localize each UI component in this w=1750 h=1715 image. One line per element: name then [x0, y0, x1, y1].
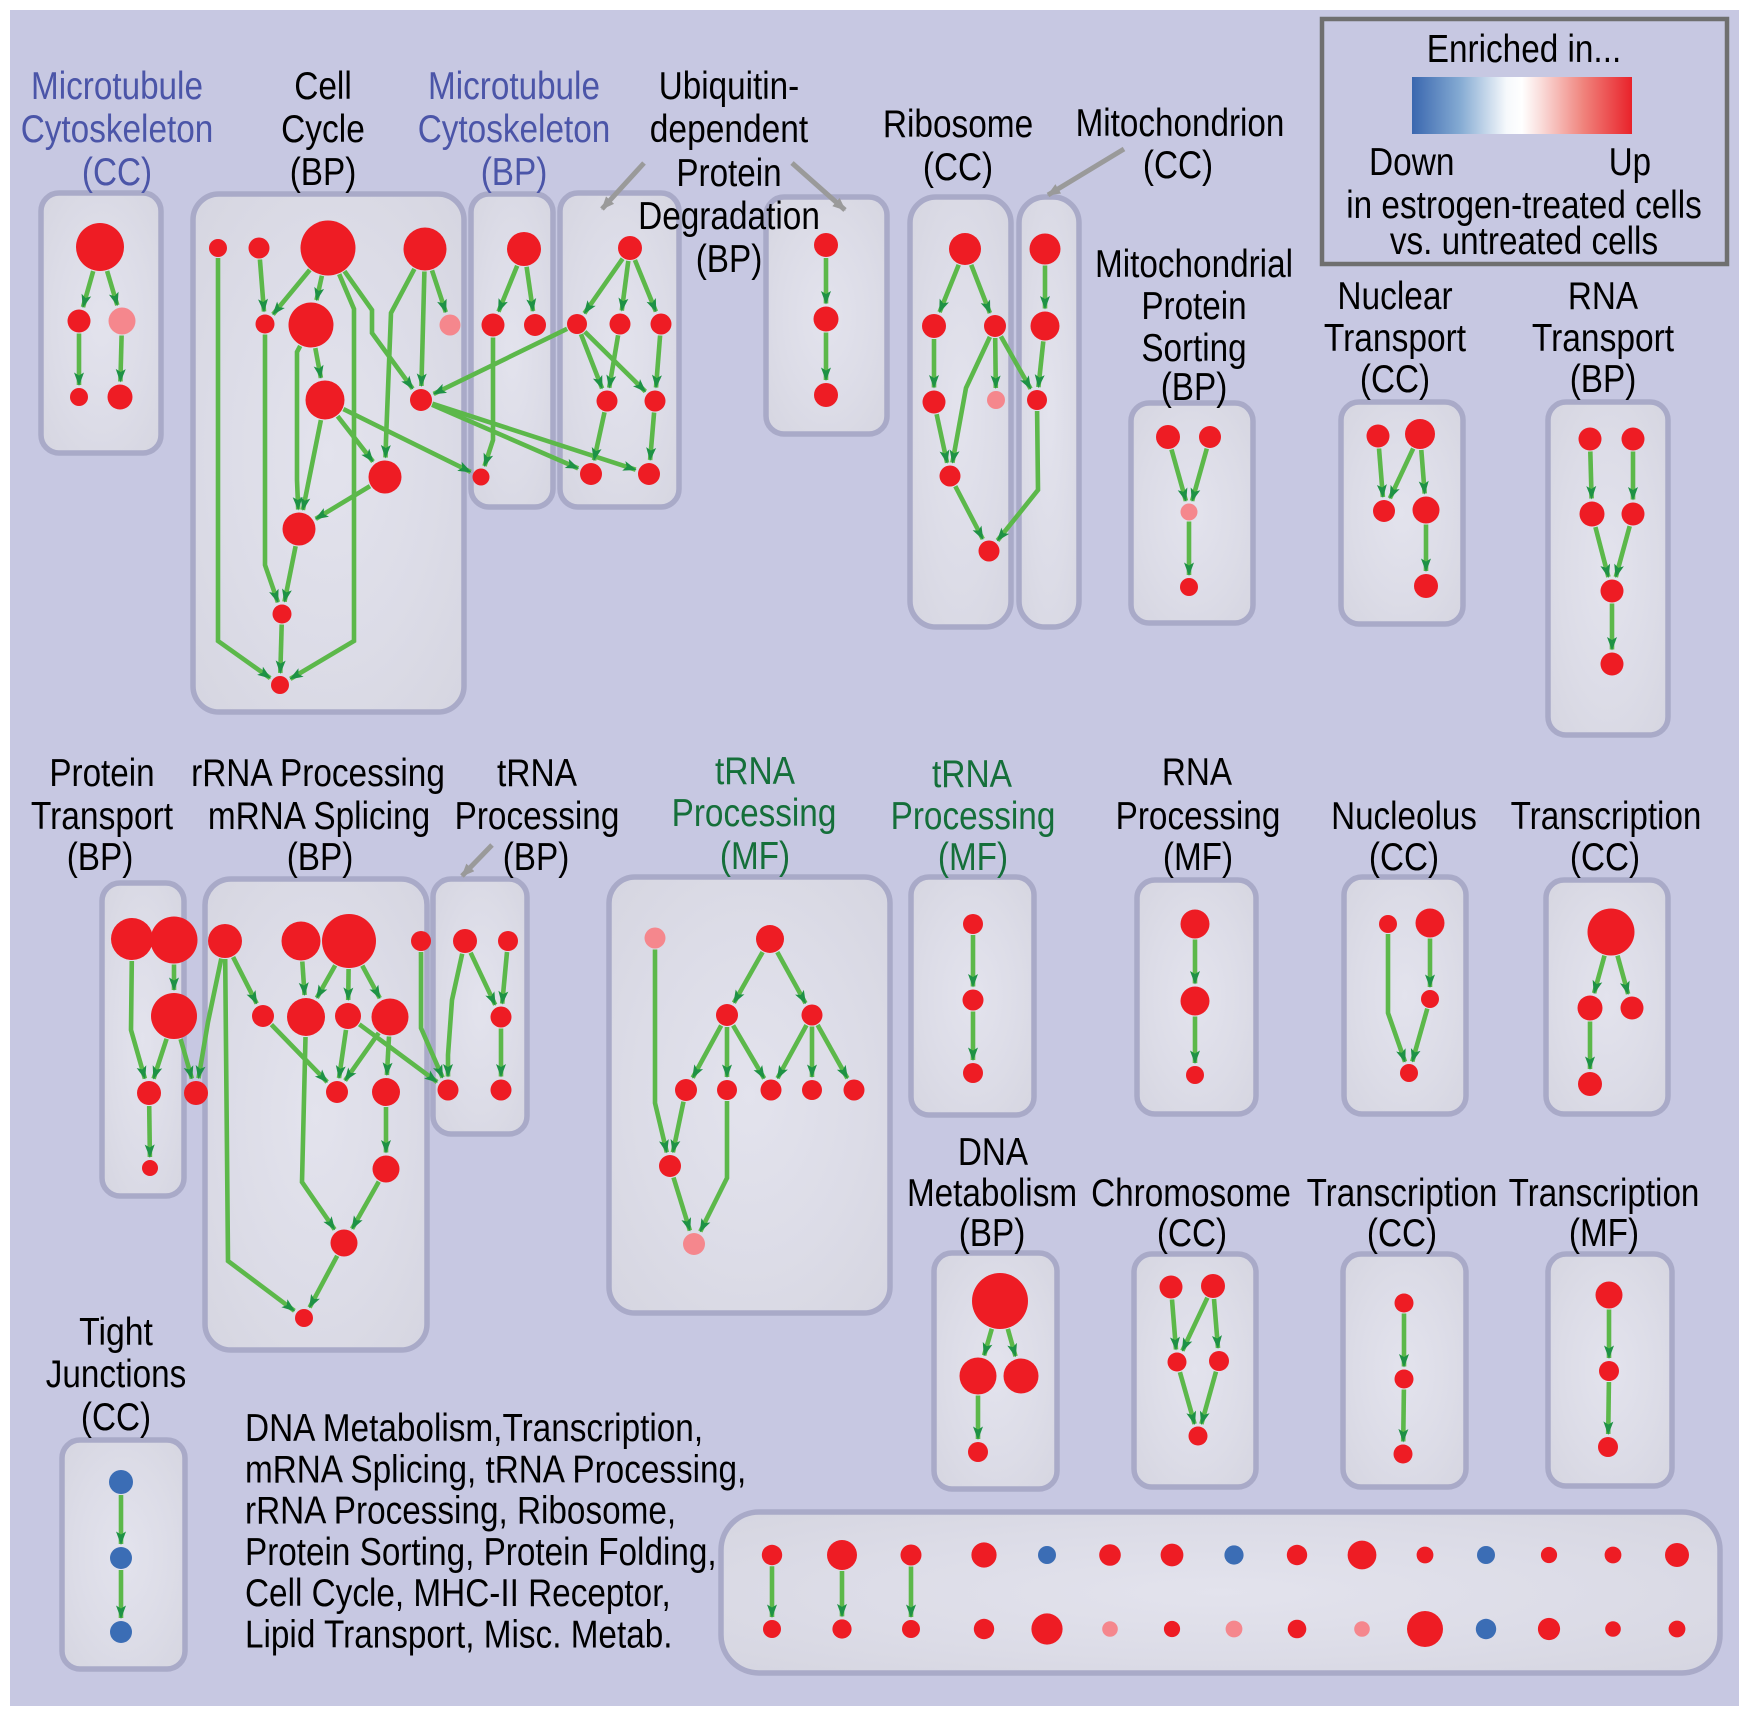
- svg-text:Ubiquitin-: Ubiquitin-: [659, 65, 799, 108]
- svg-text:Processing: Processing: [891, 795, 1056, 838]
- svg-text:Sorting: Sorting: [1141, 327, 1246, 370]
- svg-text:Microtubule: Microtubule: [31, 65, 203, 108]
- svg-text:(CC): (CC): [1360, 358, 1430, 401]
- svg-text:Cell: Cell: [294, 65, 352, 108]
- svg-text:(MF): (MF): [720, 835, 790, 878]
- svg-text:(BP): (BP): [696, 238, 763, 281]
- svg-text:Cytoskeleton: Cytoskeleton: [418, 108, 611, 151]
- svg-text:Cycle: Cycle: [281, 108, 365, 151]
- svg-text:Transport: Transport: [1324, 317, 1466, 360]
- svg-text:Protein Sorting, Protein Foldi: Protein Sorting, Protein Folding,: [245, 1531, 717, 1574]
- svg-text:Transcription: Transcription: [1509, 1172, 1700, 1215]
- svg-text:rRNA Processing: rRNA Processing: [191, 752, 445, 795]
- svg-text:Processing: Processing: [455, 795, 620, 838]
- svg-text:(BP): (BP): [287, 836, 354, 879]
- svg-text:tRNA: tRNA: [932, 753, 1012, 796]
- svg-text:(MF): (MF): [1163, 836, 1233, 879]
- svg-text:Protein: Protein: [1141, 285, 1246, 328]
- svg-text:Mitochondrial: Mitochondrial: [1095, 243, 1293, 286]
- svg-text:Enriched in...: Enriched in...: [1427, 28, 1621, 71]
- svg-text:(BP): (BP): [959, 1212, 1026, 1255]
- svg-text:DNA: DNA: [958, 1131, 1028, 1174]
- svg-text:(CC): (CC): [1143, 144, 1213, 187]
- svg-text:Protein: Protein: [49, 752, 154, 795]
- svg-text:mRNA Splicing: mRNA Splicing: [208, 795, 430, 838]
- svg-text:Processing: Processing: [1116, 795, 1281, 838]
- svg-text:DNA Metabolism,Transcription,: DNA Metabolism,Transcription,: [245, 1407, 703, 1450]
- svg-text:Ribosome: Ribosome: [883, 103, 1033, 146]
- svg-text:Chromosome: Chromosome: [1091, 1172, 1291, 1215]
- svg-text:(CC): (CC): [1570, 836, 1640, 879]
- svg-text:Tight: Tight: [79, 1311, 153, 1354]
- svg-text:(CC): (CC): [1157, 1212, 1227, 1255]
- svg-text:(BP): (BP): [67, 836, 134, 879]
- svg-text:Up: Up: [1609, 141, 1651, 184]
- svg-text:mRNA Splicing, tRNA Processing: mRNA Splicing, tRNA Processing,: [245, 1448, 746, 1491]
- svg-text:Processing: Processing: [672, 792, 837, 835]
- svg-text:in estrogen-treated cells: in estrogen-treated cells: [1346, 184, 1702, 227]
- svg-text:Microtubule: Microtubule: [428, 65, 600, 108]
- svg-text:Transport: Transport: [31, 795, 173, 838]
- svg-text:(CC): (CC): [81, 1396, 151, 1439]
- svg-text:dependent: dependent: [650, 108, 809, 151]
- svg-text:(CC): (CC): [82, 151, 152, 194]
- svg-text:tRNA: tRNA: [715, 750, 795, 793]
- svg-text:(CC): (CC): [1369, 836, 1439, 879]
- svg-text:rRNA Processing, Ribosome,: rRNA Processing, Ribosome,: [245, 1490, 676, 1533]
- svg-text:(CC): (CC): [1367, 1212, 1437, 1255]
- svg-text:Mitochondrion: Mitochondrion: [1076, 102, 1285, 145]
- svg-text:(BP): (BP): [1570, 358, 1637, 401]
- svg-text:Protein: Protein: [676, 152, 781, 195]
- svg-text:(BP): (BP): [481, 151, 548, 194]
- svg-text:Metabolism: Metabolism: [907, 1172, 1077, 1215]
- svg-text:(MF): (MF): [1569, 1212, 1639, 1255]
- svg-text:Transcription: Transcription: [1511, 795, 1702, 838]
- svg-text:RNA: RNA: [1162, 751, 1232, 794]
- svg-text:Transport: Transport: [1532, 317, 1674, 360]
- svg-text:RNA: RNA: [1568, 275, 1638, 318]
- svg-text:Lipid Transport, Misc. Metab.: Lipid Transport, Misc. Metab.: [245, 1614, 673, 1657]
- svg-text:tRNA: tRNA: [497, 752, 577, 795]
- svg-text:Nuclear: Nuclear: [1337, 275, 1452, 318]
- svg-text:Cell Cycle, MHC-II Receptor,: Cell Cycle, MHC-II Receptor,: [245, 1572, 671, 1615]
- svg-text:Junctions: Junctions: [46, 1353, 186, 1396]
- svg-text:Cytoskeleton: Cytoskeleton: [21, 108, 214, 151]
- svg-text:Nucleolus: Nucleolus: [1331, 795, 1477, 838]
- svg-text:(BP): (BP): [1161, 366, 1228, 409]
- svg-text:(MF): (MF): [938, 836, 1008, 879]
- svg-text:(BP): (BP): [290, 151, 357, 194]
- svg-text:(BP): (BP): [503, 836, 570, 879]
- svg-text:Down: Down: [1369, 141, 1455, 184]
- svg-text:Transcription: Transcription: [1307, 1172, 1498, 1215]
- svg-text:Degradation: Degradation: [638, 195, 820, 238]
- svg-text:(CC): (CC): [923, 146, 993, 189]
- svg-text:vs. untreated cells: vs. untreated cells: [1390, 220, 1658, 263]
